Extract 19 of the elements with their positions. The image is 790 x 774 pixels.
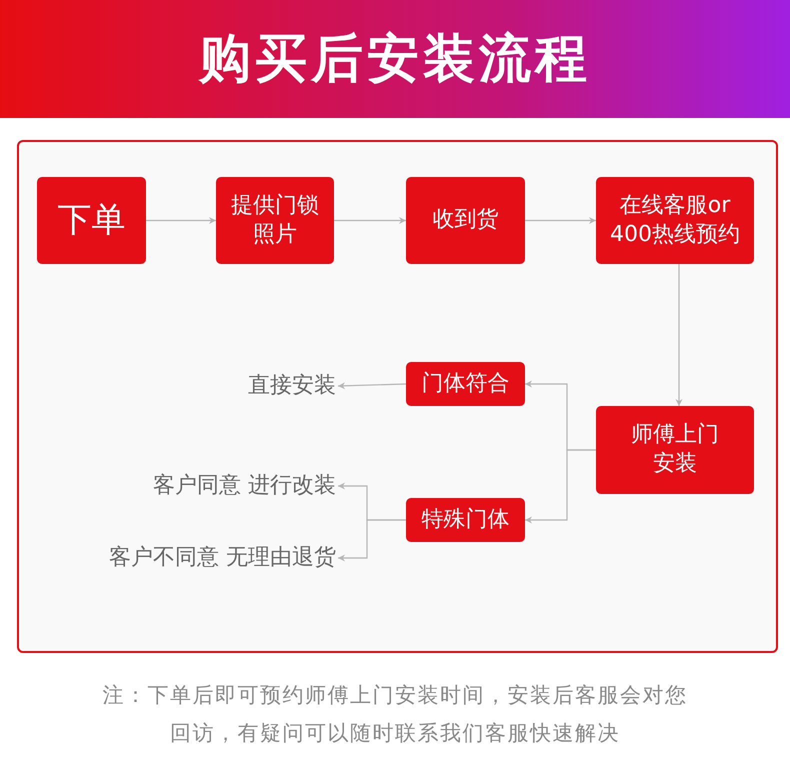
arrow — [146, 217, 216, 224]
process-box: 在线客服or 400热线预约 — [596, 177, 754, 264]
process-box: 收到货 — [406, 177, 525, 264]
process-box: 师傅上门安装 — [596, 406, 754, 494]
arrow — [525, 217, 596, 224]
arrow — [338, 519, 406, 562]
process-box: 下单 — [37, 177, 146, 264]
process-box: 特殊门体 — [406, 498, 525, 542]
arrow — [525, 449, 596, 524]
note-text: 注：下单后即可预约师傅上门安装时间，安装后客服会对您回访，有疑问可以随时联系我们客服快速解决 — [102, 682, 688, 747]
process-box: 提供门锁照片 — [216, 177, 334, 264]
outcome-text: 客户不同意 无理由退货 — [50, 542, 336, 574]
title: 购买后安装流程 — [199, 28, 591, 91]
outcome-text: 直接安装 — [180, 370, 336, 402]
arrow — [334, 217, 406, 224]
outcome-text: 客户同意 进行改装 — [90, 470, 336, 502]
process-box: 门体符合 — [406, 362, 525, 406]
arrow — [676, 264, 682, 406]
arrow — [338, 382, 406, 390]
